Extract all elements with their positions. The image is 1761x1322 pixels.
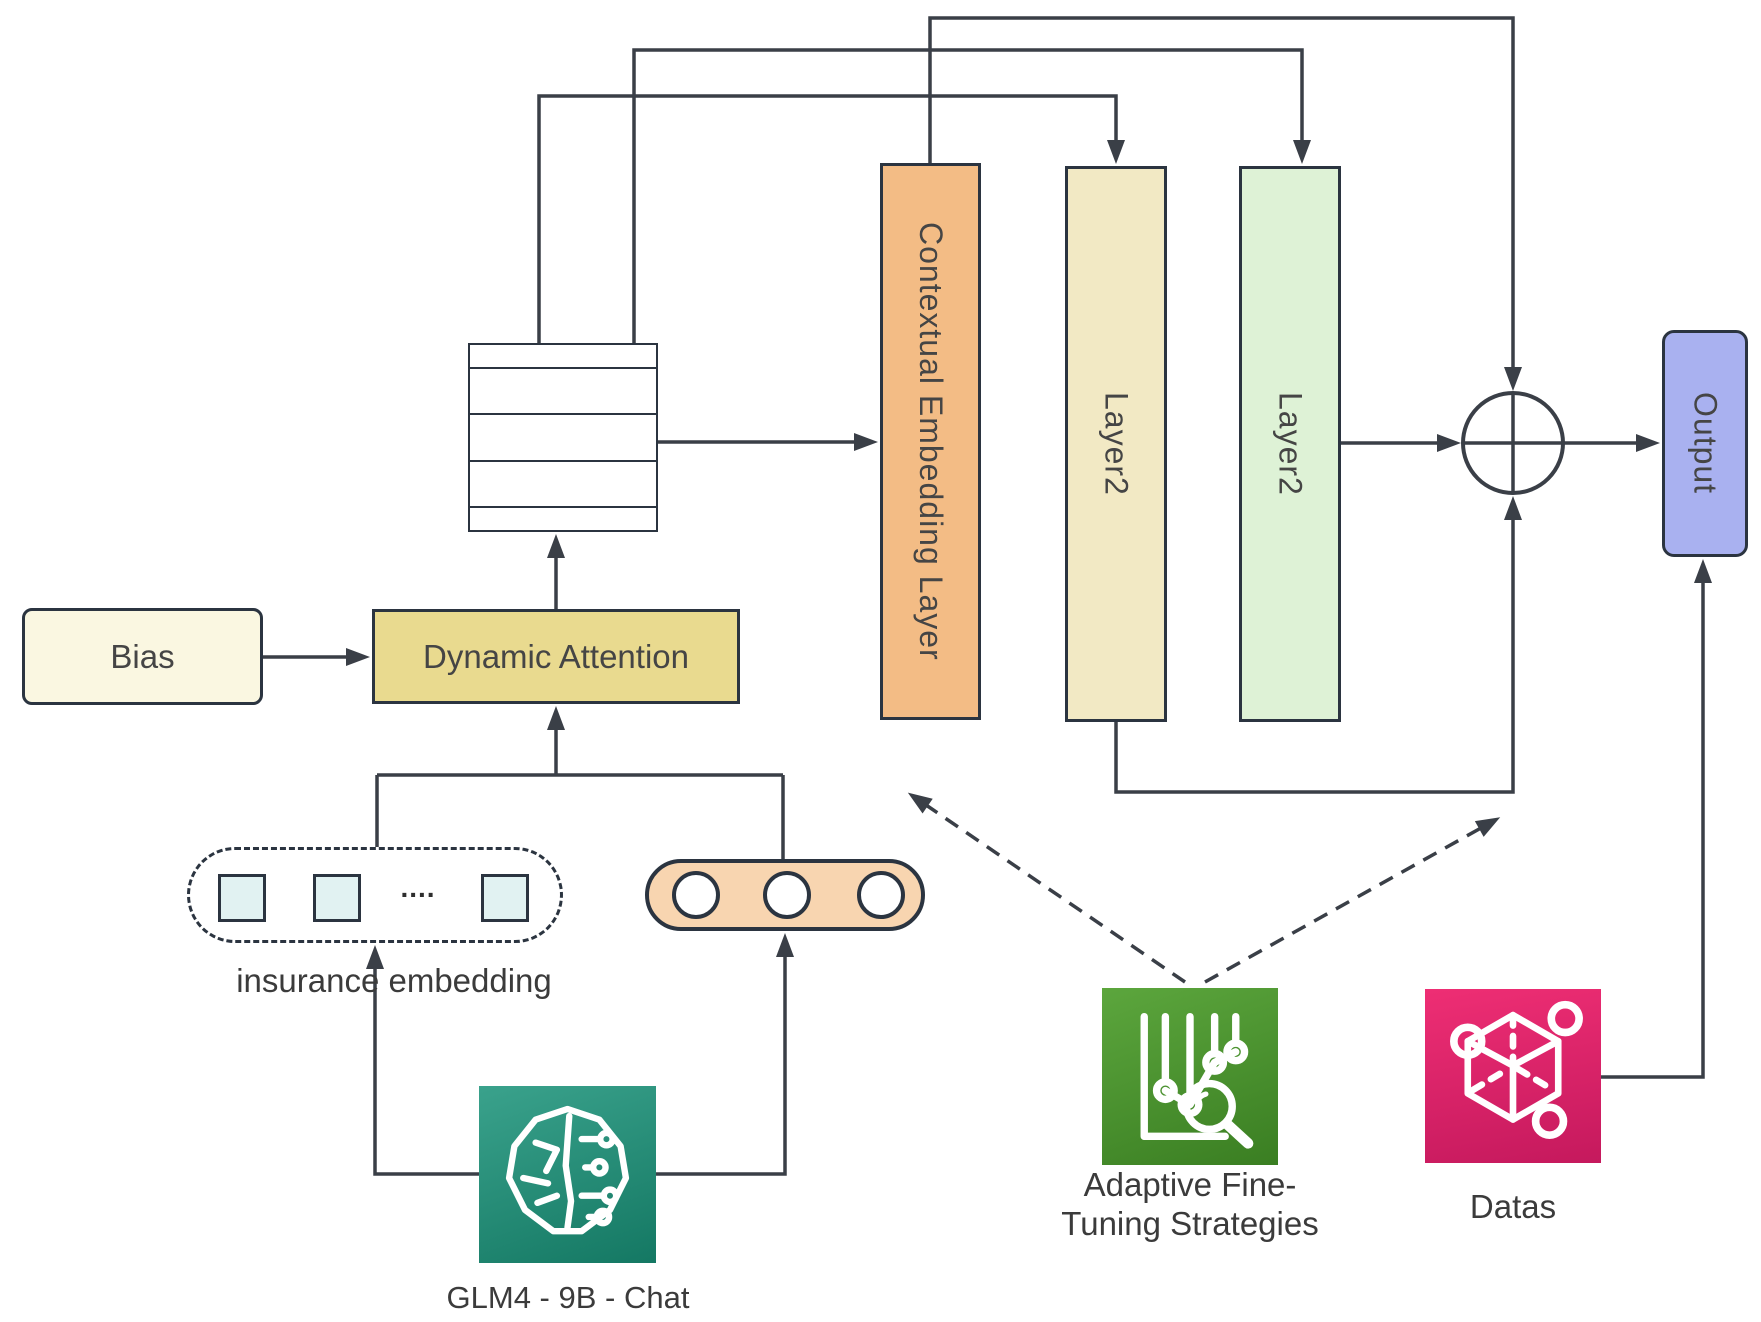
glm4-tile: [479, 1086, 656, 1263]
neuron-circle: [672, 871, 720, 919]
dynamic-attention-node: Dynamic Attention: [372, 609, 740, 704]
cube-data-icon: [1450, 1000, 1583, 1139]
adaptive-label-line2: Tuning Strategies: [1061, 1204, 1319, 1242]
attention-cell-orange: [470, 413, 517, 416]
circled-plus-cross: [1463, 393, 1563, 493]
brain-circuit-icon: [505, 1105, 630, 1235]
layer2-second-node: Layer2: [1239, 166, 1341, 722]
insurance-embedding-capsule: ....: [187, 847, 563, 943]
attention-cell-white: [516, 459, 563, 462]
ellipsis-dots: ....: [400, 872, 436, 903]
embedding-token-square: [218, 874, 266, 922]
attention-cell-orange: [516, 505, 563, 508]
dynamic-attention-label: Dynamic Attention: [423, 637, 689, 675]
edge-grid-to-layer2-first: [537, 94, 1125, 343]
chart-magnifier-icon: [1140, 1012, 1254, 1149]
attention-cell-white: [470, 505, 517, 508]
attention-cell-orange: [609, 413, 656, 416]
attention-cell-orange: [563, 413, 610, 416]
attention-cell-white: [609, 459, 656, 462]
neuron-circle: [857, 871, 905, 919]
circled-plus-junction: [1461, 391, 1565, 495]
edge-datas-to-output: [1601, 559, 1712, 1079]
neuron-capsule: [645, 859, 925, 931]
adaptive-fine-tuning-label: Adaptive Fine- Tuning Strategies: [1015, 1166, 1365, 1244]
bias-node: Bias: [22, 608, 263, 705]
adaptive-fine-tuning-tile: [1102, 988, 1278, 1165]
attention-cell-white: [563, 505, 610, 508]
attention-cell-white: [516, 367, 563, 370]
layer2-second-label: Layer2: [1272, 392, 1309, 496]
edge-contextual-layer-to-junction-top: [928, 16, 1522, 391]
attention-cell-magenta: [563, 459, 610, 462]
embedding-token-square: [313, 874, 361, 922]
contextual-embedding-layer-label: Contextual Embedding Layer: [913, 222, 949, 661]
attention-matrix: [468, 343, 658, 532]
output-label: Output: [1687, 392, 1724, 495]
embedding-token-square: [481, 874, 529, 922]
layer2-first-node: Layer2: [1065, 166, 1167, 722]
attention-cell-pink: [470, 367, 517, 370]
attention-cell-white: [609, 505, 656, 508]
layer2-first-label: Layer2: [1098, 392, 1135, 496]
neuron-circle: [763, 871, 811, 919]
attention-cell-white: [563, 367, 610, 370]
datas-label: Datas: [1469, 1188, 1557, 1225]
attention-cell-orange: [516, 413, 563, 416]
output-node: Output: [1662, 330, 1748, 557]
glm4-label: GLM4 - 9B - Chat: [446, 1280, 690, 1315]
attention-cell-white: [470, 459, 517, 462]
edge-adaptive-to-contextual-layer-dashed: [907, 792, 1186, 984]
bias-label: Bias: [110, 637, 175, 675]
adaptive-label-line1: Adaptive Fine-: [1083, 1166, 1297, 1203]
datas-tile: [1425, 989, 1601, 1163]
contextual-embedding-layer-node: Contextual Embedding Layer: [880, 163, 981, 720]
edge-adaptive-to-residual-line-dashed: [1204, 817, 1501, 984]
attention-cell-blue: [609, 367, 656, 370]
edge-glm4-to-neuron-capsule: [656, 933, 794, 1176]
insurance-embedding-label: insurance embedding: [236, 962, 552, 999]
